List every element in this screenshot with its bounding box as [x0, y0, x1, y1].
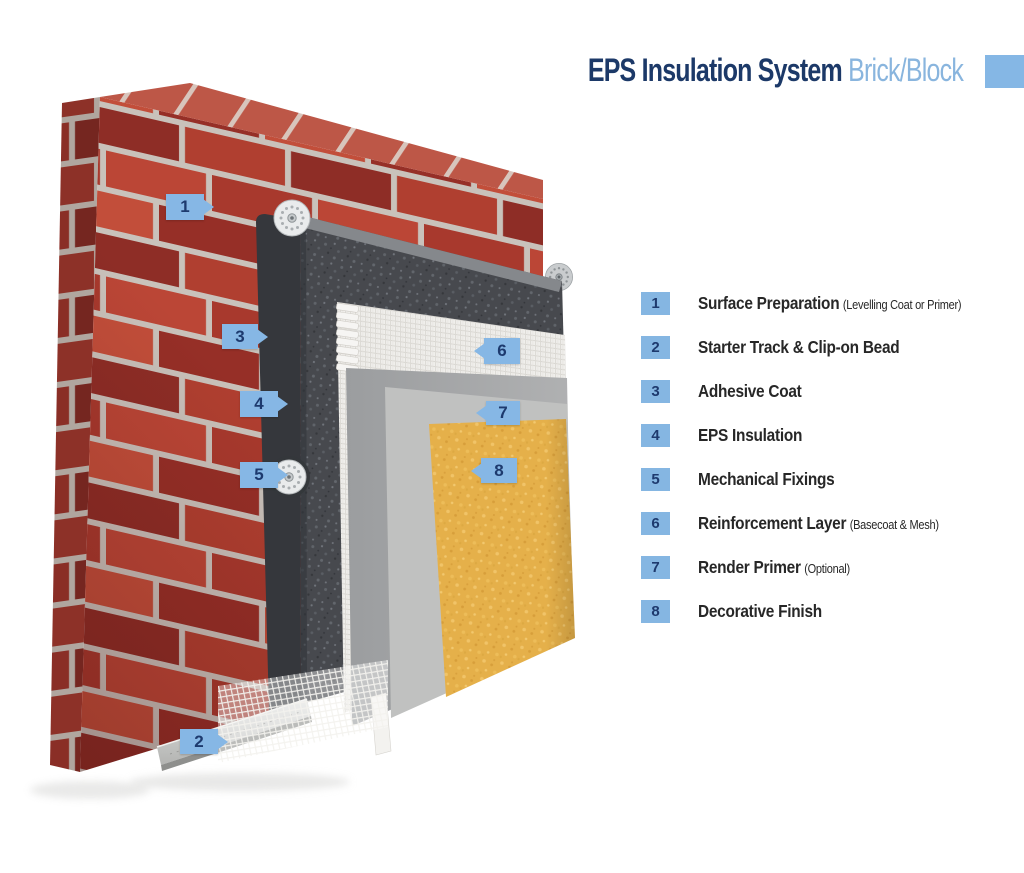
ground-shadow: [30, 773, 350, 799]
legend-label: Render Primer(Optional): [698, 557, 850, 577]
marker-6: 6: [474, 338, 520, 364]
marker-number: 8: [494, 460, 504, 480]
legend-label: Reinforcement Layer(Basecoat & Mesh): [698, 513, 939, 533]
marker-number: 2: [194, 731, 204, 751]
marker-pointer-icon: [474, 343, 485, 359]
marker-number: 7: [498, 403, 508, 422]
legend-number-badge: 6: [641, 512, 670, 535]
marker-number: 5: [254, 465, 264, 484]
brick-wall-top-face: [100, 83, 543, 199]
brand-corner-square: [985, 55, 1024, 88]
starter-track-mesh: [218, 660, 388, 763]
title-suffix: Brick/Block: [848, 52, 964, 88]
marker-number: 4: [254, 394, 264, 413]
marker-pointer-icon: [476, 405, 487, 421]
marker-pointer-icon: [203, 199, 214, 215]
eps-top-bevel: [297, 215, 562, 292]
legend-item-6: 6 Reinforcement Layer(Basecoat & Mesh): [641, 512, 1021, 535]
legend-label: Decorative Finish: [698, 601, 822, 621]
legend-number-badge: 5: [641, 468, 670, 491]
legend-label: Starter Track & Clip-on Bead: [698, 337, 900, 357]
title-main: EPS Insulation System: [587, 52, 843, 88]
legend-number-badge: 2: [641, 336, 670, 359]
legend-label: EPS Insulation: [698, 425, 803, 445]
legend-item-8: 8 Decorative Finish: [641, 600, 1021, 623]
marker-number: 3: [235, 326, 245, 346]
marker-number: 6: [497, 341, 507, 360]
marker-pointer-icon: [277, 467, 288, 483]
marker-1: 1: [166, 194, 214, 220]
legend-item-3: 3 Adhesive Coat: [641, 380, 1021, 403]
legend-number-badge: 4: [641, 424, 670, 447]
legend-item-1: 1 Surface Preparation(Levelling Coat or …: [641, 292, 1021, 315]
legend-label: Surface Preparation(Levelling Coat or Pr…: [698, 293, 962, 313]
legend: 1 Surface Preparation(Levelling Coat or …: [641, 292, 1021, 644]
legend-item-7: 7 Render Primer(Optional): [641, 556, 1021, 579]
legend-number-badge: 8: [641, 600, 670, 623]
marker-pointer-icon: [471, 462, 482, 479]
marker-8: 8: [471, 458, 517, 483]
marker-5: 5: [240, 462, 288, 488]
marker-2: 2: [180, 729, 228, 754]
legend-number-badge: 3: [641, 380, 670, 403]
marker-pointer-icon: [217, 733, 228, 750]
marker-pointer-icon: [257, 328, 268, 345]
marker-3: 3: [222, 324, 268, 349]
decorative-finish-layer: [429, 419, 575, 697]
legend-item-5: 5 Mechanical Fixings: [641, 468, 1021, 491]
legend-label: Mechanical Fixings: [698, 469, 835, 489]
brick-wall-side-face: [50, 97, 100, 772]
marker-pointer-icon: [277, 396, 288, 412]
marker-7: 7: [476, 401, 520, 425]
legend-label: Adhesive Coat: [698, 381, 802, 401]
fixing-disc-top-icon: [273, 199, 311, 237]
legend-item-2: 2 Starter Track & Clip-on Bead: [641, 336, 1021, 359]
legend-item-4: 4 EPS Insulation: [641, 424, 1021, 447]
marker-number: 1: [180, 197, 190, 216]
marker-4: 4: [240, 391, 288, 417]
legend-number-badge: 7: [641, 556, 670, 579]
legend-number-badge: 1: [641, 292, 670, 315]
